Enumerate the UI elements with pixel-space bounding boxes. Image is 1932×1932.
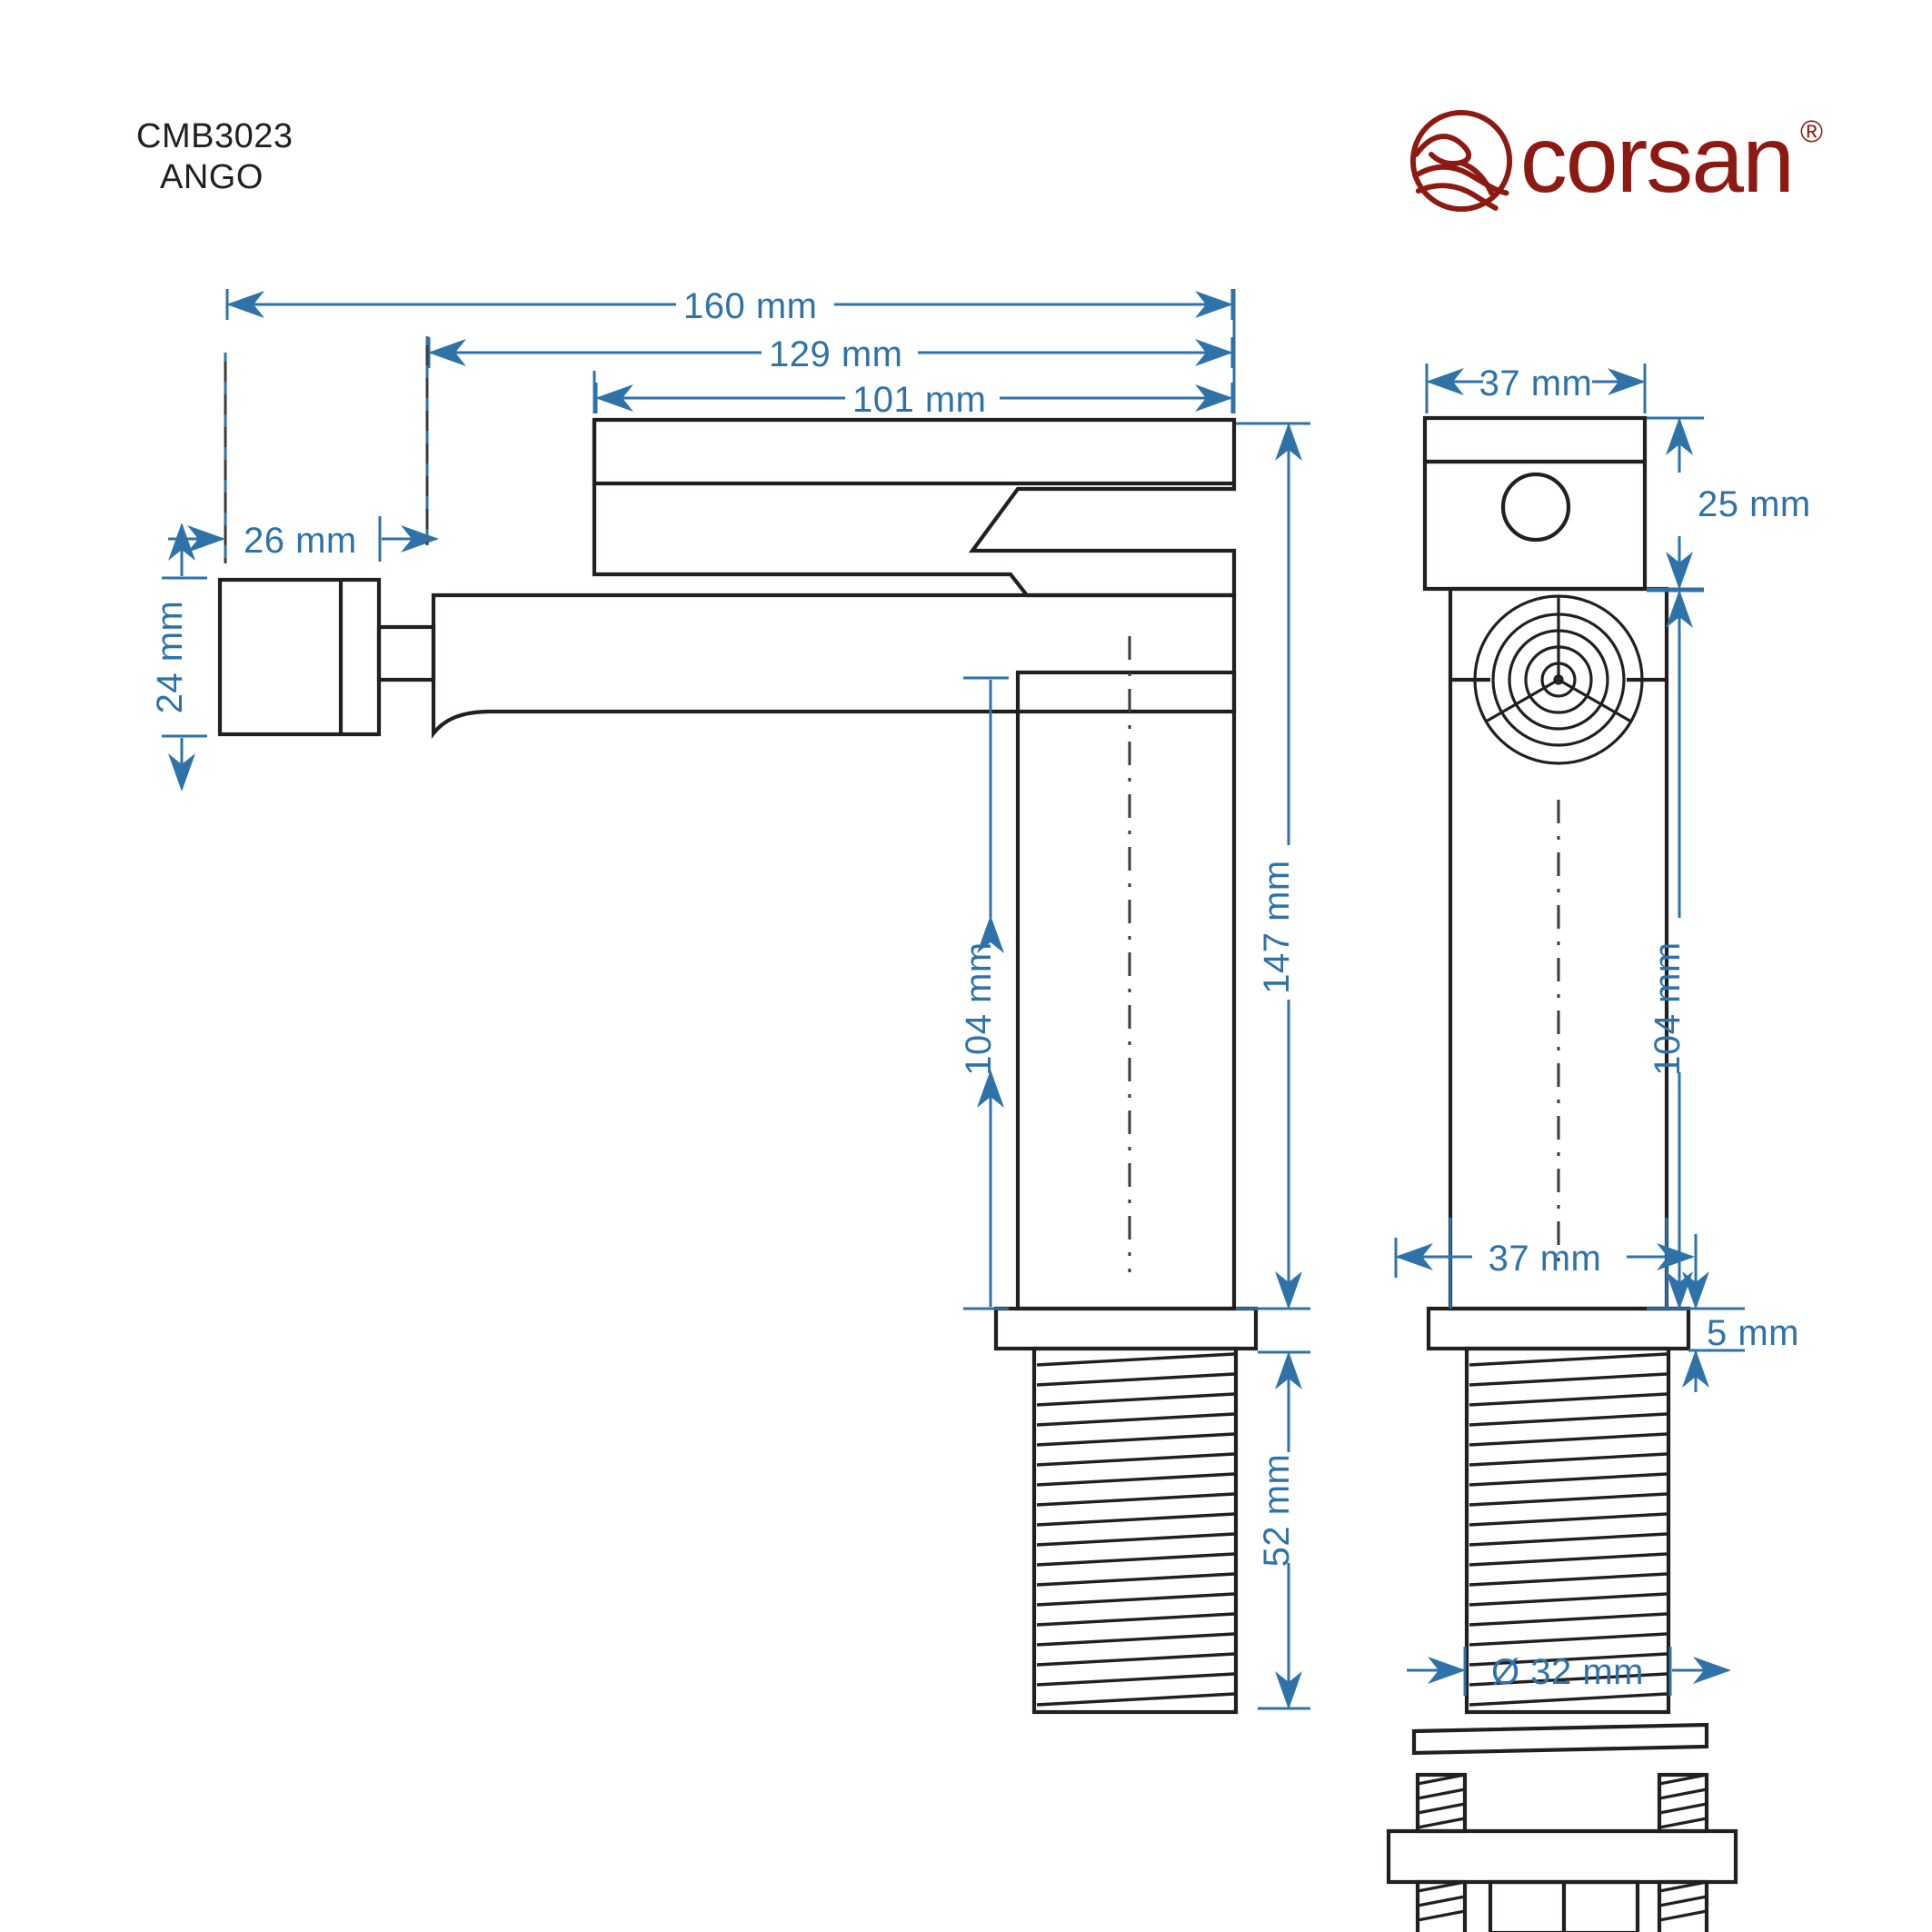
dimension-25mm: 25 mm (1647, 416, 1811, 591)
dimension-label: 129 mm (769, 334, 903, 374)
dimension-104mm-side: 104 mm (959, 676, 1009, 1310)
wave-circle-icon (1409, 109, 1512, 213)
title-block: CMB3023 ANGO (136, 116, 293, 198)
dimension-diameter-32mm: Ø 32 mm (1407, 1647, 1731, 1696)
brand-wordmark: corsan (1519, 107, 1795, 214)
dimension-160mm: 160 mm (225, 286, 1234, 326)
registered-trademark-icon: ® (1799, 115, 1823, 149)
dimension-101mm: 101 mm (594, 380, 1234, 420)
dimension-label: 52 mm (1257, 1454, 1297, 1568)
dimension-26mm: 26 mm (168, 516, 439, 562)
dimension-label: 147 mm (1257, 860, 1297, 994)
dimension-label: 25 mm (1698, 484, 1811, 524)
part-name: ANGO (160, 157, 264, 196)
dimension-147mm: 147 mm (1236, 422, 1310, 1310)
dimension-52mm: 52 mm (1257, 1350, 1310, 1710)
dimension-label: 160 mm (683, 286, 818, 326)
dimension-label: 24 mm (150, 601, 190, 714)
dimension-129mm: 129 mm (427, 334, 1234, 374)
dimension-label: 26 mm (244, 521, 357, 561)
dimension-5mm: 5 mm (1682, 1234, 1799, 1392)
dimension-37mm-top: 37 mm (1425, 363, 1647, 413)
dimension-label: 104 mm (1648, 941, 1688, 1076)
dimension-label: 101 mm (852, 380, 987, 420)
dimension-label: Ø 32 mm (1491, 1652, 1644, 1692)
dimension-label: 37 mm (1479, 363, 1593, 403)
brand-logo: corsan ® (1408, 107, 1823, 214)
dimension-label: 37 mm (1489, 1239, 1602, 1279)
dimension-label: 5 mm (1707, 1313, 1799, 1353)
dimension-37mm-bottom: 37 mm (1394, 1218, 1695, 1309)
dimension-104mm-front: 104 mm (1647, 589, 1704, 1310)
part-code: CMB3023 (136, 117, 294, 155)
dimension-24mm: 24 mm (150, 523, 207, 792)
dimension-label: 104 mm (959, 941, 999, 1076)
